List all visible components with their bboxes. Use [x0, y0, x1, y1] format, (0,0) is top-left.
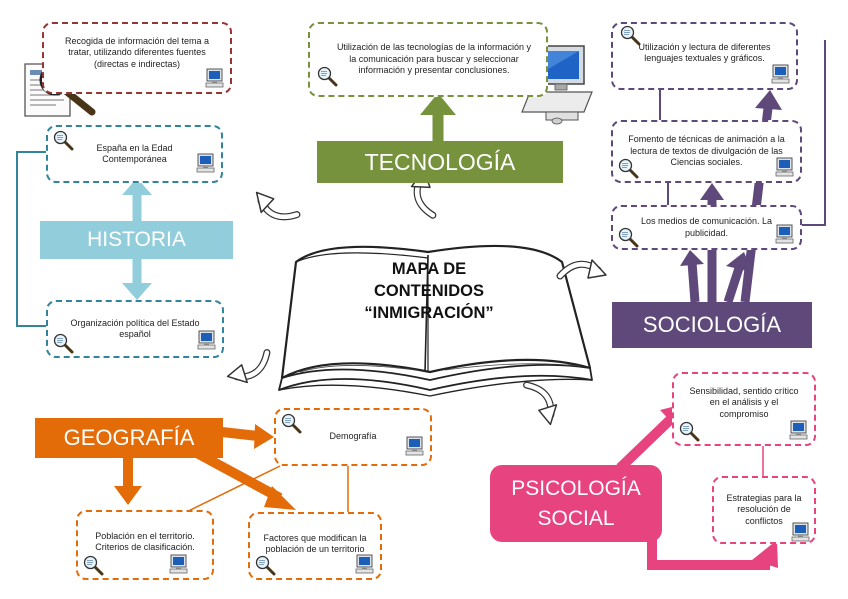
curved-arrow-icon: [560, 260, 606, 278]
sociologia-arrow-1: [692, 262, 695, 302]
historia-label: HISTORIA: [87, 228, 186, 252]
magnifier-icon: [678, 420, 700, 442]
sociologia-arrowhead-2: [700, 183, 724, 200]
computer-icon: [774, 157, 796, 179]
computer-icon: [788, 420, 810, 442]
sociologia-arrowhead-1: [680, 250, 704, 266]
factores-box: Factores que modifican la población de u…: [248, 512, 382, 580]
historia-banner: HISTORIA: [40, 221, 233, 259]
fomento-text: Fomento de técnicas de animación a la le…: [621, 134, 792, 169]
recogida-text: Recogida de información del tema a trata…: [56, 36, 218, 71]
geografia-banner: GEOGRAFÍA: [35, 418, 223, 458]
organizacion-text: Organización política del Estado español: [70, 318, 200, 341]
computer-icon: [195, 153, 217, 175]
sociologia-side-line: [801, 40, 825, 225]
center-title-line-2: CONTENIDOS: [330, 280, 528, 302]
curved-arrow-icon: [525, 377, 564, 426]
computer-icon: [168, 554, 190, 576]
magnifier-icon: [52, 332, 74, 354]
magnifier-icon: [254, 554, 276, 576]
magnifier-icon: [617, 226, 639, 248]
tecnologia-banner: TECNOLOGÍA: [317, 141, 563, 183]
sociologia-arrowhead-4: [755, 90, 782, 110]
geografia-to-demografia-shaft: [222, 432, 258, 436]
computer-icon: [770, 64, 792, 86]
sensibilidad-text: Sensibilidad, sentido crítico en el anál…: [686, 386, 802, 421]
center-title-line-3: “INMIGRACIÓN”: [330, 302, 528, 324]
estrategias-box: Estrategias para la resolución de confli…: [712, 476, 816, 544]
poblacion-box: Población en el territorio. Criterios de…: [76, 510, 214, 580]
magnifier-icon: [280, 412, 302, 434]
psicologia-banner: PSICOLOGÍA SOCIAL: [490, 465, 662, 542]
tecnologias-info-text: Utilización de las tecnologías de la inf…: [336, 42, 532, 77]
sensibilidad-box: Sensibilidad, sentido crítico en el anál…: [672, 372, 816, 446]
computer-icon: [196, 330, 218, 352]
poblacion-text: Población en el territorio. Criterios de…: [88, 531, 202, 554]
factores-text: Factores que modifican la población de u…: [258, 533, 372, 556]
fomento-box: Fomento de técnicas de animación a la le…: [611, 120, 802, 183]
sociologia-arrow-3: [728, 265, 740, 302]
recogida-box: Recogida de información del tema a trata…: [42, 22, 232, 94]
computer-icon: [790, 522, 812, 544]
geografia-label: GEOGRAFÍA: [64, 425, 195, 451]
psicologia-up-shaft: [620, 418, 672, 468]
computer-icon: [204, 68, 226, 90]
curved-arrow-icon: [249, 190, 298, 229]
curved-arrow-icon: [226, 351, 275, 390]
magnifier-icon: [52, 129, 74, 151]
computer-icon: [774, 224, 796, 246]
center-title: MAPA DE CONTENIDOS “INMIGRACIÓN”: [330, 258, 528, 324]
magnifier-icon: [617, 157, 639, 179]
sociologia-label: SOCIOLOGÍA: [643, 312, 781, 338]
computer-icon: [404, 436, 426, 458]
magnifier-icon: [316, 65, 338, 87]
tecnologia-label: TECNOLOGÍA: [365, 149, 516, 176]
organizacion-box: Organización política del Estado español: [46, 300, 224, 358]
magnifier-icon: [82, 554, 104, 576]
sociologia-banner: SOCIOLOGÍA: [612, 302, 812, 348]
lenguajes-text: Utilización y lectura de diferentes leng…: [623, 42, 786, 65]
medios-box: Los medios de comunicación. La publicida…: [611, 205, 802, 250]
psicologia-label-line-1: PSICOLOGÍA: [511, 474, 641, 504]
computer-icon: [354, 554, 376, 576]
psicologia-label-line-2: SOCIAL: [537, 504, 614, 534]
espana-box: España en la Edad Contemporánea: [46, 125, 223, 183]
demografia-box: Demografía: [274, 408, 432, 466]
tecnologias-info-box: Utilización de las tecnologías de la inf…: [308, 22, 548, 97]
geografia-down-arrowhead: [114, 486, 142, 505]
lenguajes-box: Utilización y lectura de diferentes leng…: [611, 22, 798, 90]
magnifier-icon: [619, 24, 641, 46]
geografia-to-demografia-arrowhead: [254, 424, 274, 449]
center-title-line-1: MAPA DE: [330, 258, 528, 280]
medios-text: Los medios de comunicación. La publicida…: [633, 216, 780, 239]
demografia-text: Demografía: [329, 431, 376, 443]
espana-text: España en la Edad Contemporánea: [70, 143, 199, 166]
historia-down-arrowhead: [122, 283, 152, 300]
geografia-diagonal-shaft: [195, 452, 280, 498]
